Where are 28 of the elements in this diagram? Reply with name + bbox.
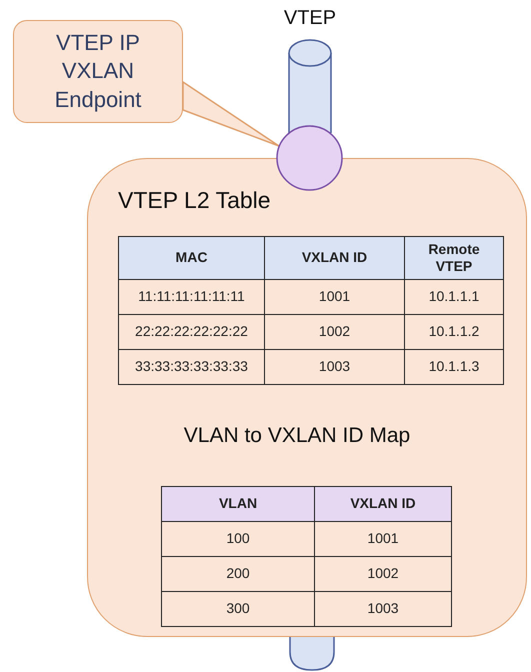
table-cell: 1002 [314, 556, 452, 592]
table-header-cell: VXLAN ID [314, 486, 452, 522]
table-cell: 33:33:33:33:33:33 [118, 350, 264, 384]
table-cell: 10.1.1.2 [404, 314, 504, 350]
panel-title: VTEP L2 Table [118, 189, 271, 212]
callout-box [13, 20, 183, 123]
table-cell: 10.1.1.1 [404, 280, 504, 314]
table-cell: 10.1.1.3 [404, 350, 504, 384]
table-cell: 1002 [264, 314, 404, 350]
node-label: VTEP [284, 8, 336, 28]
callout-pointer [182, 80, 280, 147]
table-header-cell: VXLAN ID [264, 236, 404, 280]
table-cell: 1003 [264, 350, 404, 384]
table-header-cell: VLAN [162, 486, 314, 522]
table-cell: 1001 [264, 280, 404, 314]
table-title: VLAN to VXLAN ID Map [182, 425, 412, 446]
table-panel [87, 158, 527, 637]
table-cell: 1003 [314, 592, 452, 626]
table-cell: 1001 [314, 522, 452, 556]
callout-text: VTEP IP VXLAN Endpoint [54, 28, 142, 114]
table-cell: 300 [162, 592, 314, 626]
endpoint-circle [276, 125, 343, 191]
table-cell: 22:22:22:22:22:22 [118, 314, 264, 350]
table-cell: 100 [162, 522, 314, 556]
table-header-cell: Remote VTEP [404, 236, 504, 280]
table-cell: 11:11:11:11:11:11 [118, 280, 264, 314]
table-cell: 200 [162, 556, 314, 592]
table-header-cell: MAC [118, 236, 264, 280]
